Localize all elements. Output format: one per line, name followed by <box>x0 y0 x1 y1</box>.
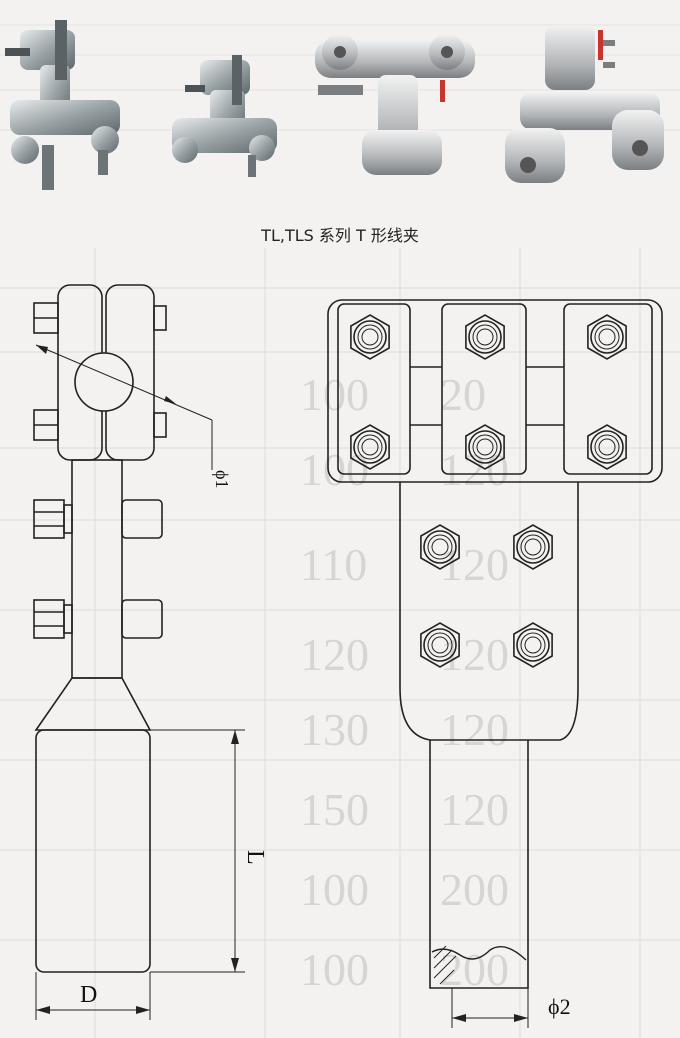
front-plate <box>327 299 663 483</box>
ghost-cell: 20 <box>440 369 486 420</box>
hex-nut <box>513 524 553 570</box>
clamp-photo-2 <box>172 55 277 177</box>
hex-nuts <box>350 314 627 668</box>
d2-dimension <box>451 988 529 1028</box>
hex-nut <box>465 424 505 470</box>
hex-nut <box>350 314 390 360</box>
hex-nut <box>420 622 460 668</box>
front-pad-1 <box>337 303 411 475</box>
right-view <box>327 299 663 1028</box>
technical-drawing: 20 100 120 100 120 110 120 120 120 130 120 150 200 10… <box>0 248 680 1038</box>
hex-nut <box>587 424 627 470</box>
hex-nut <box>513 622 553 668</box>
front-barrel <box>429 740 529 989</box>
head-bolt-bottom <box>33 409 167 441</box>
d1-label: ϕ1 <box>212 470 232 488</box>
front-pad-2 <box>441 303 527 475</box>
taper <box>34 677 152 731</box>
background-table: 20 100 120 100 120 110 120 120 120 130 120 150 200 10… <box>0 248 680 1038</box>
ghost-cell: 200 <box>440 864 509 915</box>
front-pad-3 <box>563 303 653 475</box>
ghost-cell: 120 <box>440 444 509 495</box>
D-dimension <box>35 972 151 1020</box>
stem-bolt-top <box>33 499 163 539</box>
hex-nut <box>350 424 390 470</box>
D-label: D <box>80 982 97 1008</box>
ghost-cell: 120 <box>440 704 509 755</box>
clamp-photo-1 <box>5 20 120 190</box>
hex-nut <box>587 314 627 360</box>
left-view <box>33 284 245 1020</box>
clamp-photo-4 <box>505 25 664 183</box>
L-label: L <box>242 850 268 865</box>
barrel <box>35 729 151 973</box>
hex-nut <box>465 314 505 360</box>
L-dimension <box>150 729 245 973</box>
front-stem <box>399 482 579 741</box>
d1-leader <box>35 344 213 421</box>
ghost-cell: 150 <box>300 784 369 835</box>
product-photos <box>0 20 680 190</box>
ghost-cell: 100 <box>300 444 369 495</box>
d2-label: ϕ2 <box>548 994 571 1019</box>
ghost-cell: 120 <box>440 539 509 590</box>
ghost-cell: 200 <box>440 944 509 995</box>
ghost-cell: 100 <box>300 864 369 915</box>
ghost-cell: 130 <box>300 704 369 755</box>
stem-bolt-bottom <box>33 599 163 639</box>
ghost-cell: 110 <box>300 539 367 590</box>
figure-caption: TL,TLS 系列 T 形线夹 <box>261 226 419 245</box>
head-bolt-top <box>33 302 167 334</box>
clamp-photo-3 <box>315 34 475 175</box>
ghost-cell: 120 <box>440 629 509 680</box>
hex-nut <box>420 524 460 570</box>
ghost-cell: 100 <box>300 369 369 420</box>
stem <box>71 459 123 679</box>
ghost-cell: 120 <box>300 629 369 680</box>
ghost-cell: 120 <box>440 784 509 835</box>
ghost-cell: 100 <box>300 944 369 995</box>
conductor-bore <box>74 352 134 412</box>
